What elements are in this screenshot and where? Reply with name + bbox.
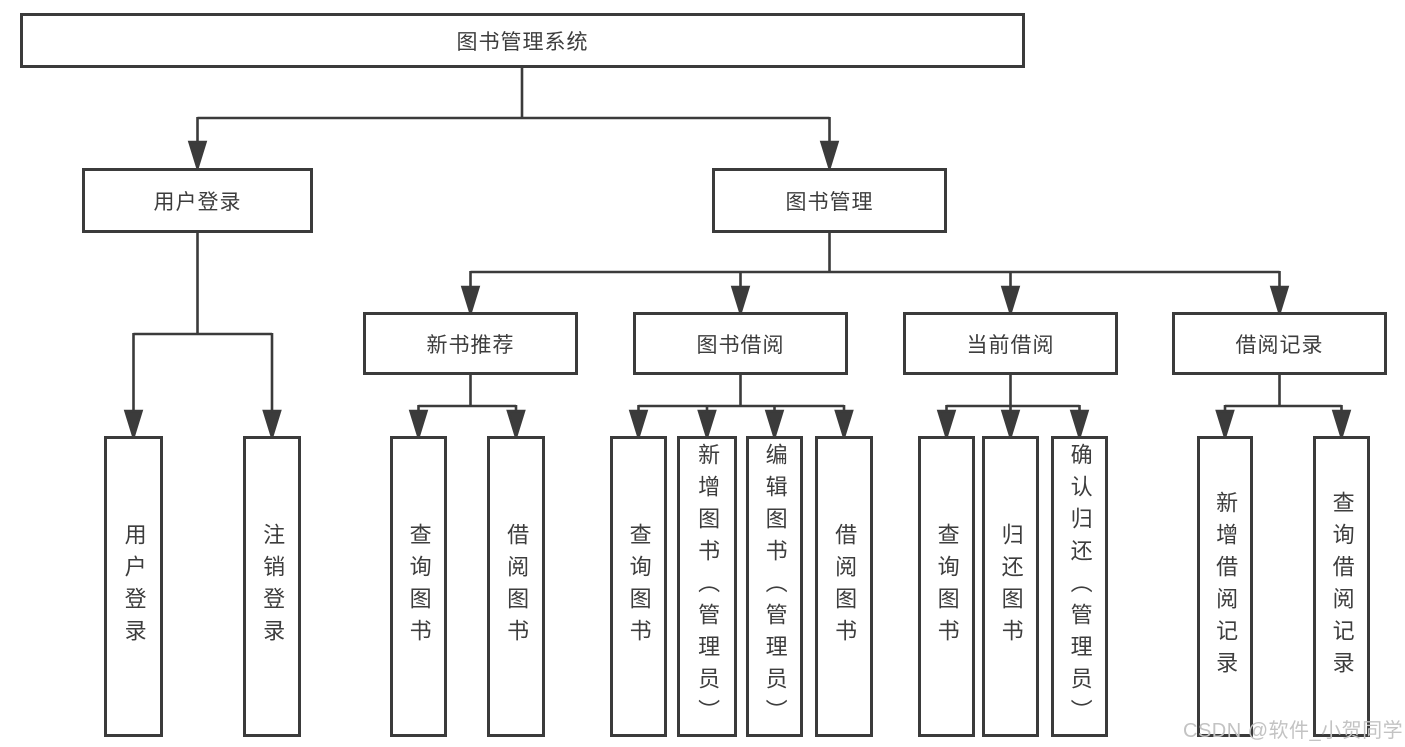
node-leaf-add-books-admin: 新增图书（管理员） bbox=[677, 436, 737, 737]
node-label: 新增图书（管理员） bbox=[695, 442, 721, 731]
node-leaf-logout: 注销登录 bbox=[243, 436, 301, 737]
csdn-watermark: CSDN @软件_小贺同学 bbox=[1183, 720, 1404, 742]
node-label: 新增借阅记录 bbox=[1213, 490, 1239, 683]
node-leaf-add-borrow-record: 新增借阅记录 bbox=[1197, 436, 1253, 737]
node-borrowing-records: 借阅记录 bbox=[1172, 312, 1387, 375]
node-label: 当前借阅 bbox=[966, 333, 1055, 357]
node-leaf-return-books: 归还图书 bbox=[982, 436, 1039, 737]
node-label: 归还图书 bbox=[998, 522, 1024, 651]
node-leaf-borrow-books-recommend: 借阅图书 bbox=[487, 436, 545, 737]
node-label: 图书管理系统 bbox=[456, 30, 589, 54]
node-label: 图书借阅 bbox=[696, 333, 785, 357]
node-label: 用户登录 bbox=[121, 522, 147, 651]
node-leaf-user-login: 用户登录 bbox=[104, 436, 163, 737]
node-leaf-query-books-current: 查询图书 bbox=[918, 436, 975, 737]
node-label: 查询借阅记录 bbox=[1329, 490, 1355, 683]
node-label: 查询图书 bbox=[934, 522, 960, 651]
node-leaf-query-books-borrowing: 查询图书 bbox=[610, 436, 667, 737]
node-label: 注销登录 bbox=[260, 522, 286, 651]
node-new-book-recommend: 新书推荐 bbox=[363, 312, 578, 375]
node-leaf-query-books-recommend: 查询图书 bbox=[390, 436, 447, 737]
node-leaf-edit-books-admin: 编辑图书（管理员） bbox=[746, 436, 803, 737]
node-book-borrowing: 图书借阅 bbox=[633, 312, 848, 375]
node-leaf-confirm-return-admin: 确认归还（管理员） bbox=[1051, 436, 1108, 737]
node-label: 借阅图书 bbox=[832, 522, 858, 651]
node-label: 用户登录 bbox=[153, 190, 242, 214]
node-label: 借阅图书 bbox=[504, 522, 530, 651]
node-label: 查询图书 bbox=[626, 522, 652, 651]
node-root-system: 图书管理系统 bbox=[20, 13, 1025, 68]
node-current-borrowing: 当前借阅 bbox=[903, 312, 1118, 375]
node-book-management-branch: 图书管理 bbox=[712, 168, 947, 233]
node-label: 确认归还（管理员） bbox=[1067, 442, 1093, 731]
node-label: 编辑图书（管理员） bbox=[762, 442, 788, 731]
node-user-login-branch: 用户登录 bbox=[82, 168, 313, 233]
node-label: 借阅记录 bbox=[1235, 333, 1324, 357]
node-leaf-borrow-books: 借阅图书 bbox=[815, 436, 873, 737]
node-leaf-query-borrow-record: 查询借阅记录 bbox=[1313, 436, 1370, 737]
node-label: 图书管理 bbox=[785, 190, 874, 214]
node-label: 新书推荐 bbox=[426, 333, 515, 357]
node-label: 查询图书 bbox=[406, 522, 432, 651]
